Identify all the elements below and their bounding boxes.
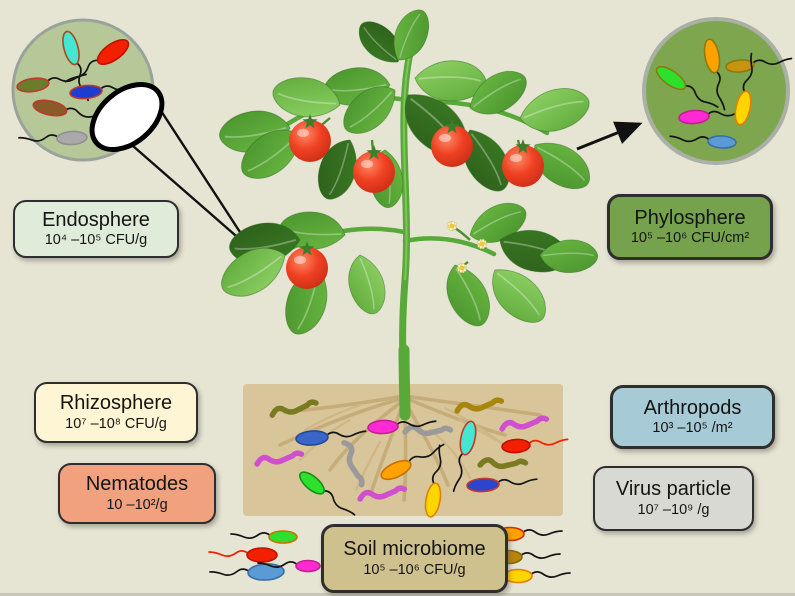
label-arthropods: Arthropods 10³ –10⁵ /m² (610, 385, 775, 449)
virus-value: 10⁷ –10⁹ /g (637, 501, 710, 518)
tomatoes (286, 114, 544, 289)
label-phylosphere: Phylosphere 10⁵ –10⁶ CFU/cm² (607, 194, 773, 260)
soil-microbes (254, 397, 569, 518)
soil-value: 10⁵ –10⁶ CFU/g (363, 561, 466, 578)
label-rhizosphere: Rhizosphere 10⁷ –10⁸ CFU/g (34, 382, 198, 443)
label-nematodes: Nematodes 10 –10²/g (58, 463, 216, 524)
endosphere-circle (11, 18, 165, 162)
bottom-microbes (208, 526, 571, 584)
soil-title: Soil microbiome (343, 538, 486, 561)
rhizosphere-value: 10⁷ –10⁸ CFU/g (65, 415, 167, 432)
bottom-edge (0, 593, 795, 596)
phylosphere-microbes (655, 38, 793, 149)
label-virus-particle: Virus particle 10⁷ –10⁹ /g (593, 466, 754, 531)
endosphere-value: 10⁴ –10⁵ CFU/g (44, 232, 148, 249)
endosphere-microbes (16, 30, 141, 146)
rhizosphere-title: Rhizosphere (59, 392, 173, 415)
endosphere-title: Endosphere (42, 208, 150, 231)
tomato-plant (212, 3, 601, 421)
phylosphere-title: Phylosphere (634, 206, 746, 229)
label-soil-microbiome: Soil microbiome 10⁵ –10⁶ CFU/g (321, 524, 508, 593)
phylosphere-value: 10⁵ –10⁶ CFU/cm² (630, 230, 750, 247)
phylosphere-arrow (576, 121, 643, 151)
label-endosphere: Endosphere 10⁴ –10⁵ CFU/g (13, 200, 179, 258)
nematodes-title: Nematodes (85, 473, 189, 496)
arthropods-value: 10³ –10⁵ /m² (652, 420, 733, 437)
phylosphere-circle (642, 17, 793, 165)
magnifier-lines (132, 96, 253, 250)
magnifier-lens-icon (89, 81, 165, 153)
arthropods-title: Arthropods (643, 396, 742, 419)
nematodes-value: 10 –10²/g (106, 496, 168, 513)
virus-title: Virus particle (615, 478, 732, 501)
